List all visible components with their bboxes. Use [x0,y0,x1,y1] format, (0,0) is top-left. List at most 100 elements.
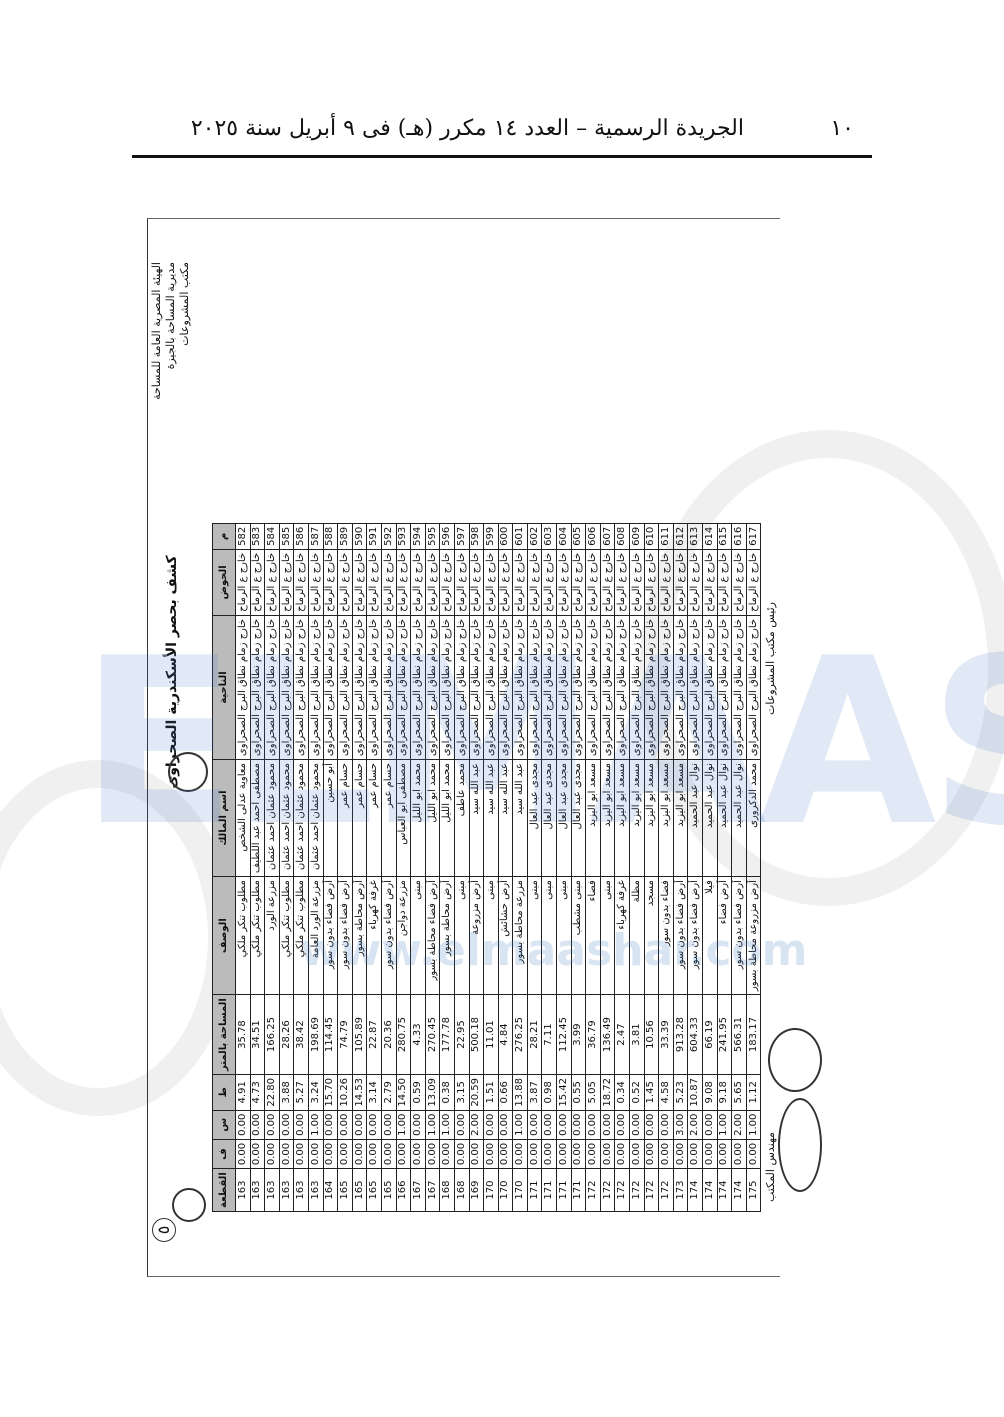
table-cell: 605 [571,523,586,550]
emblem-icon [172,1188,206,1222]
table-cell: 0.34 [614,1074,630,1111]
page-header: ١٠ الجريدة الرسمية – العدد ١٤ مكرر (هـ) … [130,112,874,152]
table-cell: 0.00 [541,1139,557,1169]
table-cell: 598 [469,523,484,550]
table-cell: 22.95 [454,994,469,1075]
column-header: الوصف [212,876,236,995]
table-cell: 74.79 [337,994,353,1075]
table-cell: مزرعة الورد [264,876,280,995]
table-cell: 590 [352,523,367,550]
table-cell: 0.00 [614,1110,630,1140]
table-cell: 175 [746,1168,761,1212]
table-cell: 500.18 [469,994,484,1075]
table-cell: 10.87 [687,1074,703,1111]
table-cell: 0.00 [658,1110,674,1140]
table-cell: خارج ع الرماح [702,549,718,616]
table-cell: 2.00 [469,1110,484,1140]
table-cell: خارج ع الرماح [527,549,542,616]
table-cell: خارج ع الرماح [396,549,411,616]
table-cell: خارج ع الرماح [308,549,324,616]
table-cell: 276.25 [512,994,528,1075]
table-cell: 2.47 [614,994,630,1075]
table-cell: 0.00 [293,1110,309,1140]
table-cell: 594 [410,523,426,550]
table-cell: 164 [323,1168,338,1212]
table-cell: 0.00 [571,1110,586,1140]
table-cell: 5.27 [293,1074,309,1111]
table-cell: 14.53 [352,1074,367,1111]
table-cell: 602 [527,523,542,550]
table-cell: 0.00 [746,1139,761,1169]
table-cell: خارج ع الرماح [512,549,528,616]
table-cell: 170 [483,1168,499,1212]
table-cell: 0.59 [410,1074,426,1111]
table-cell: 616 [731,523,747,550]
table-cell: 607 [600,523,615,550]
column-header: ف [212,1139,236,1169]
table-cell: 0.00 [352,1139,367,1169]
table-cell: 22.80 [264,1074,280,1111]
table-cell: 0.55 [571,1074,586,1111]
table-cell: 1.00 [717,1110,732,1140]
official-stamp-icon [768,1028,822,1092]
table-cell: خارج ع الرماح [717,549,732,616]
table-cell: 20.59 [469,1074,484,1111]
table-cell: 0.00 [410,1139,426,1169]
table-cell: خارج ع الرماح [425,549,440,616]
table-cell: 38.42 [293,994,309,1075]
table-cell: خارج ع الرماح [323,549,338,616]
table-cell: 5.23 [673,1074,688,1111]
table-cell: 0.00 [425,1139,440,1169]
table-cell: 0.00 [717,1139,732,1169]
table-cell: 611 [658,523,674,550]
table-cell: 0.00 [250,1139,265,1169]
table-cell: 0.00 [614,1139,630,1169]
table-cell: 4.58 [658,1074,674,1111]
table-cell: 0.00 [264,1110,280,1140]
table-cell: خارج ع الرماح [644,549,659,616]
table-cell: 105.89 [352,994,367,1075]
table-cell: 4.84 [498,994,513,1075]
table-cell: خارج ع الرماح [585,549,601,616]
table-cell: 2.00 [687,1110,703,1140]
table-cell: 596 [439,523,455,550]
table-cell: 0.00 [702,1139,718,1169]
table-cell: 171 [527,1168,542,1212]
table-cell: 174 [717,1168,732,1212]
table-cell: خارج ع الرماح [366,549,382,616]
table-cell: 173 [673,1168,688,1212]
table-cell: 601 [512,523,528,550]
table-cell: 3.24 [308,1074,324,1111]
table-cell: 112.45 [556,994,572,1075]
table-cell: 35.78 [235,994,251,1075]
table-cell: 172 [629,1168,645,1212]
table-cell: 0.00 [235,1110,251,1140]
table-cell: 0.00 [410,1110,426,1140]
table-cell: 33.39 [658,994,674,1075]
table-cell: 167 [425,1168,440,1212]
table-cell: 0.00 [541,1110,557,1140]
table-cell: 2.00 [731,1110,747,1140]
table-cell: 0.66 [498,1074,513,1111]
table-cell: 15.70 [323,1074,338,1111]
table-cell: 617 [746,523,761,550]
table-cell: خارج ع الرماح [454,549,469,616]
table-cell: خارج ع الرماح [410,549,426,616]
table-cell: 1.00 [425,1110,440,1140]
table-cell: 0.00 [527,1110,542,1140]
table-cell: 0.00 [702,1110,718,1140]
table-cell: 3.88 [279,1074,294,1111]
table-cell: 136.49 [600,994,615,1075]
table-cell: 172 [600,1168,615,1212]
table-cell: 13.88 [512,1074,528,1111]
scanned-sheet [147,218,780,1277]
table-cell: خارج ع الرماح [673,549,688,616]
header-rule [132,155,872,158]
table-cell: 163 [235,1168,251,1212]
table-cell: 66.19 [702,994,718,1075]
table-cell: خارج ع الرماح [571,549,586,616]
table-cell: 172 [614,1168,630,1212]
table-cell: خارج ع الرماح [687,549,703,616]
table-cell: 0.00 [556,1139,572,1169]
table-cell: 11.01 [483,994,499,1075]
